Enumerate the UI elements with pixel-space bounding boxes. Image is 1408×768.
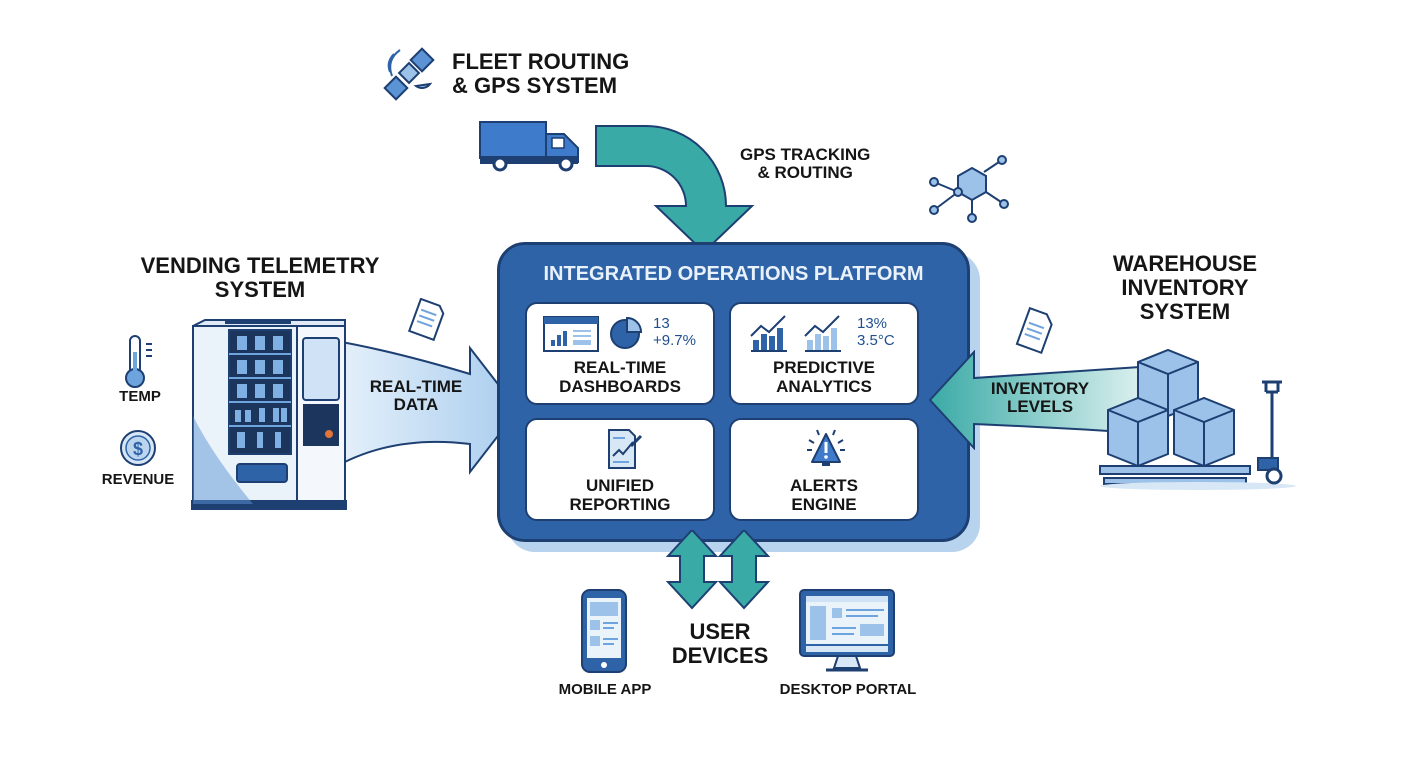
card-title-line2: REPORTING bbox=[569, 495, 671, 515]
warehouse-title-line1: WAREHOUSE bbox=[1112, 251, 1258, 276]
real-time-data-line1: REAL-TIME bbox=[369, 377, 463, 396]
dashboard-icon bbox=[543, 316, 599, 352]
fleet-title-line2: & GPS SYSTEM bbox=[452, 72, 618, 98]
real-time-data-line2: DATA bbox=[393, 395, 439, 415]
card-title-line1: UNIFIED bbox=[586, 476, 654, 495]
real-time-data-arrow bbox=[330, 330, 520, 490]
card-alerts-engine[interactable]: ALERTS ENGINE bbox=[729, 418, 919, 521]
warehouse-title-line2: INVENTORY bbox=[1121, 274, 1249, 300]
card-title-line2: ANALYTICS bbox=[776, 377, 872, 397]
dollar-icon: $ bbox=[118, 428, 158, 468]
card-title-line2: ENGINE bbox=[791, 495, 857, 515]
integrated-operations-platform: INTEGRATED OPERATIONS PLATFORM 13 +9.7% … bbox=[497, 242, 970, 542]
inventory-levels-line2: LEVELS bbox=[1006, 397, 1074, 417]
document-icon bbox=[404, 298, 448, 342]
mobile-app-label: MOBILE APP bbox=[558, 681, 652, 698]
gps-flow-label: GPS TRACKING & ROUTING bbox=[740, 145, 871, 183]
analytics-stat-temp: 3.5°C bbox=[857, 331, 895, 349]
card-unified-reporting[interactable]: UNIFIED REPORTING bbox=[525, 418, 715, 521]
mobile-phone-icon[interactable] bbox=[580, 588, 628, 674]
user-devices-line1: USER bbox=[689, 619, 751, 644]
bidirectional-arrows bbox=[666, 530, 776, 612]
card-predictive-analytics[interactable]: 13% 3.5°C PREDICTIVE ANALYTICS bbox=[729, 302, 919, 405]
vending-title-line2: SYSTEM bbox=[214, 276, 306, 302]
user-devices-line2: DEVICES bbox=[671, 642, 769, 668]
thermometer-icon bbox=[124, 334, 154, 390]
alert-icon bbox=[803, 426, 849, 470]
gps-flow-line2: & ROUTING bbox=[757, 163, 853, 183]
dashboard-stat-count: 13 bbox=[653, 315, 670, 332]
svg-text:$: $ bbox=[133, 439, 143, 459]
user-devices-title: USER DEVICES bbox=[660, 620, 780, 668]
gps-flow-arrow bbox=[594, 124, 770, 254]
fleet-title-line1: FLEET ROUTING bbox=[452, 49, 630, 74]
pallet-jack-icon bbox=[1252, 378, 1292, 488]
vending-title: VENDING TELEMETRY SYSTEM bbox=[140, 254, 380, 302]
report-icon bbox=[605, 428, 645, 472]
temp-label: TEMP bbox=[119, 388, 161, 405]
vending-machine-icon bbox=[185, 316, 351, 516]
real-time-data-label: REAL-TIME DATA bbox=[364, 377, 468, 415]
desktop-portal-label: DESKTOP PORTAL bbox=[779, 681, 917, 698]
inventory-levels-line1: INVENTORY bbox=[990, 379, 1090, 398]
document-icon bbox=[1010, 305, 1058, 359]
fleet-title: FLEET ROUTING & GPS SYSTEM bbox=[452, 50, 629, 98]
gps-flow-line1: GPS TRACKING bbox=[740, 145, 871, 164]
card-title-line2: DASHBOARDS bbox=[559, 377, 681, 397]
card-real-time-dashboards[interactable]: 13 +9.7% REAL-TIME DASHBOARDS bbox=[525, 302, 715, 405]
dashboard-stat-change: +9.7% bbox=[653, 331, 696, 349]
card-title-line1: ALERTS bbox=[790, 476, 858, 495]
pie-chart-icon bbox=[609, 316, 643, 350]
truck-icon bbox=[478, 118, 584, 174]
boxes-icon bbox=[1098, 344, 1298, 494]
satellite-icon bbox=[380, 42, 448, 106]
warehouse-title: WAREHOUSE INVENTORY SYSTEM bbox=[1090, 252, 1280, 323]
network-icon bbox=[928, 154, 1018, 224]
card-title-line1: PREDICTIVE bbox=[772, 358, 876, 377]
trend-chart-icon bbox=[749, 314, 845, 354]
card-title-line1: REAL-TIME bbox=[573, 358, 667, 377]
inventory-levels-label: INVENTORY LEVELS bbox=[980, 379, 1100, 417]
warehouse-title-line3: SYSTEM bbox=[1139, 298, 1231, 324]
desktop-monitor-icon[interactable] bbox=[798, 588, 898, 676]
platform-title: INTEGRATED OPERATIONS PLATFORM bbox=[543, 263, 924, 285]
revenue-label: REVENUE bbox=[101, 471, 175, 488]
analytics-stat-percent: 13% bbox=[857, 315, 888, 332]
vending-title-line1: VENDING TELEMETRY bbox=[140, 253, 380, 278]
